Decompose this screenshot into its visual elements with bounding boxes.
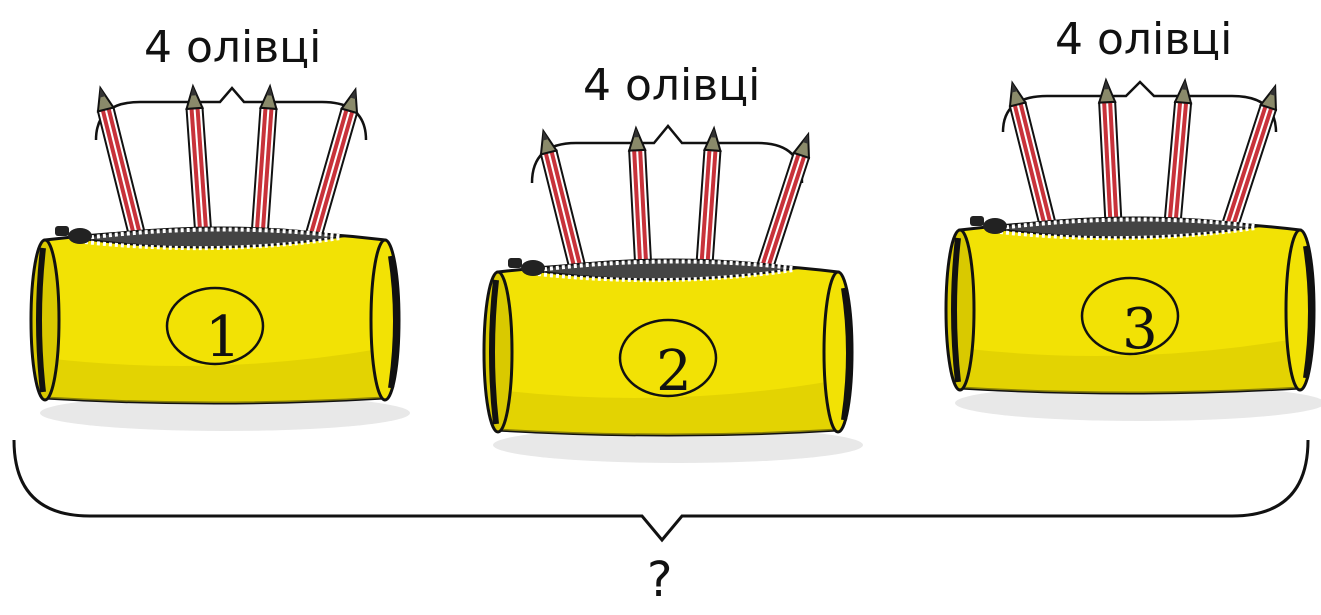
case-number-2: 2 (656, 339, 692, 404)
total-brace-icon (12, 439, 1310, 543)
curly-brace-icon (1001, 80, 1278, 133)
pencil-case-2: 2 (484, 124, 863, 463)
pencil-case-1: 1 (31, 84, 410, 431)
curly-brace-icon (530, 124, 804, 184)
total-question-mark: ? (647, 552, 673, 608)
pencil-case-3: 3 (946, 78, 1321, 421)
case-number-1: 1 (205, 305, 241, 370)
label-case-1: 4 олівці (144, 22, 322, 73)
label-case-2: 4 олівці (583, 60, 761, 111)
label-case-3: 4 олівці (1055, 14, 1233, 65)
case-number-3: 3 (1122, 297, 1158, 362)
curly-brace-icon (94, 86, 368, 141)
